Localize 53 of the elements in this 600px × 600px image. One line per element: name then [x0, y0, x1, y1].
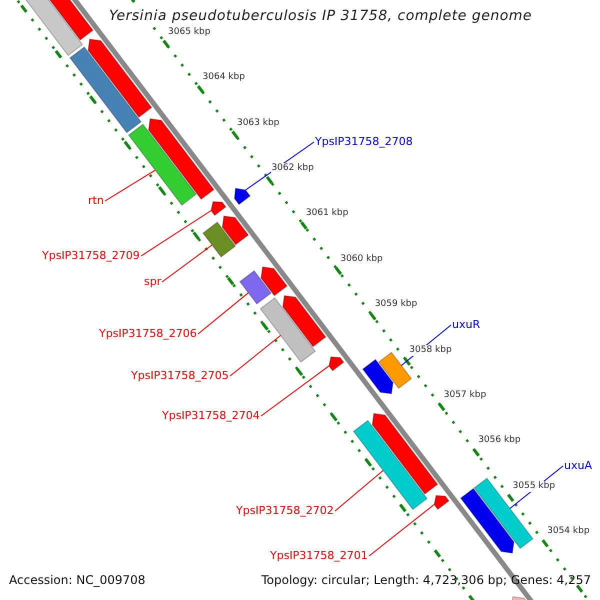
gene-block — [474, 478, 534, 550]
gene-block — [352, 420, 428, 510]
gene-block — [239, 270, 272, 305]
leader-line — [104, 170, 156, 202]
gene-label: YpsIP31758_2706 — [99, 327, 197, 340]
leader-line — [260, 365, 330, 416]
gene-label: YpsIP31758_2705 — [131, 369, 229, 382]
gene-block — [328, 356, 344, 372]
leader-line — [334, 470, 384, 512]
accession-text: Accession: NC_009708 — [9, 573, 146, 587]
leader-line — [140, 210, 212, 256]
gene-label: YpsIP31758_2702 — [236, 504, 334, 517]
gene-block — [128, 124, 197, 206]
scale-label: 3056 kbp — [478, 435, 521, 446]
scale-label: 3059 kbp — [374, 299, 418, 310]
gene-block — [234, 188, 251, 206]
gene-label: YpsIP31758_2704 — [162, 409, 260, 422]
gene-block — [202, 221, 236, 258]
genome-summary-text: Topology: circular; Length: 4,723,306 bp; Genes: 4,257 — [261, 573, 591, 587]
gene-block — [372, 412, 438, 495]
gene-block — [378, 352, 412, 390]
gene-block — [69, 46, 142, 134]
gene-label: rtn — [88, 194, 104, 207]
gene-block — [282, 295, 326, 348]
leader-line — [368, 504, 435, 556]
scale-label: 3062 kbp — [271, 163, 314, 174]
scale-label: 3064 kbp — [202, 72, 245, 84]
gene-label: uxuR — [452, 318, 480, 331]
gene-block — [210, 201, 226, 216]
scale-label: 3060 kbp — [340, 254, 383, 265]
leader-line — [198, 292, 249, 334]
scale-label: 3065 kbp — [168, 26, 210, 38]
gene-label: YpsIP31758_2708 — [315, 135, 413, 148]
gene-block — [222, 215, 250, 246]
scale-label: 3061 kbp — [306, 208, 348, 220]
leader-line — [230, 334, 282, 376]
leader-line — [162, 244, 213, 282]
gene-label: YpsIP31758_2709 — [42, 249, 140, 262]
gene-block — [260, 297, 316, 363]
scale-label: 3063 kbp — [236, 118, 280, 129]
gene-block — [148, 118, 215, 200]
scale-label: 3054 kbp — [547, 526, 590, 538]
gene-label: spr — [144, 275, 162, 288]
gene-label: YpsIP31758_2701 — [270, 549, 368, 562]
gene-block — [260, 266, 288, 296]
scale-label: 3057 kbp — [444, 390, 486, 402]
gene-block — [362, 358, 394, 394]
gene-block — [88, 38, 152, 118]
gene-block — [460, 488, 514, 554]
scale-label: 3055 kbp — [512, 480, 556, 492]
gene-block — [434, 495, 450, 510]
scale-label: 3058 kbp — [409, 344, 452, 356]
gene-label: uxuA — [564, 459, 592, 472]
